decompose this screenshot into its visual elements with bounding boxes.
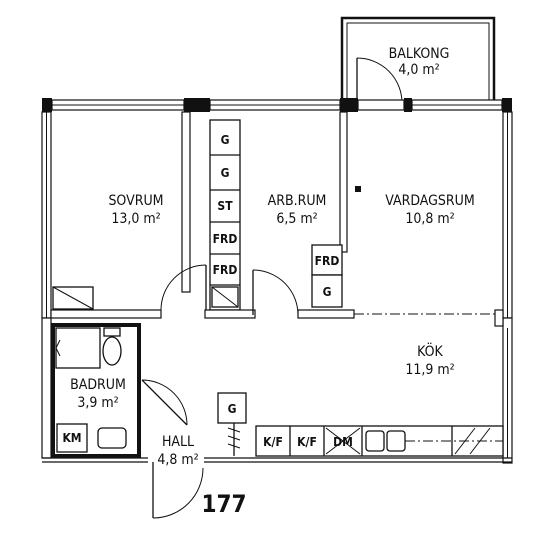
fridge-label-2: K/F	[297, 435, 317, 449]
arbrum-name: ARB.RUM	[268, 193, 327, 209]
wall-arb-vardag	[339, 111, 348, 253]
fridge-label-1: K/F	[263, 435, 283, 449]
kok-area: 11,9 m²	[405, 362, 454, 378]
sink-basin-2	[386, 430, 406, 452]
balcony-door-opening	[357, 99, 405, 111]
wardrobe-label-1: G	[221, 133, 230, 147]
arbrum-door-swing	[252, 269, 299, 316]
closet-stack: G G ST FRD FRD	[210, 133, 240, 286]
badrum-name: BADRUM	[70, 377, 126, 393]
sink-basin-1	[365, 430, 385, 452]
arb-wardrobe-box	[311, 274, 343, 308]
bathroom-walls	[51, 323, 141, 458]
stove-diag-1	[454, 427, 476, 455]
hall-area: 4,8 m²	[157, 452, 198, 468]
vardagsrum-name: VARDAGSRUM	[385, 193, 475, 209]
balcony-door-swing	[356, 57, 403, 104]
hall-name: HALL	[162, 434, 194, 450]
room-labels: BALKONG 4,0 m² SOVRUM 13,0 m² ARB.RUM 6,…	[62, 46, 474, 468]
top-wall-mid-3	[404, 98, 412, 112]
toilet-tank	[103, 327, 121, 337]
storage-label: ST	[217, 199, 233, 213]
arb-freezer-label: FRD	[315, 254, 340, 268]
hall-wardrobe: G	[217, 392, 247, 456]
hall-wardrobe-hatch	[227, 427, 241, 449]
arbrum-fixtures: FRD G	[311, 244, 343, 308]
wall-sovrum-bottom-mid	[204, 309, 256, 319]
top-wall-left	[42, 98, 52, 112]
top-wall-right	[502, 98, 512, 112]
sovrum-name: SOVRUM	[108, 193, 163, 209]
closet-bottom-diag	[211, 286, 239, 308]
unit-number: 177	[201, 490, 246, 518]
bath-door-leaf	[141, 379, 188, 426]
arb-wardrobe-label: G	[323, 285, 332, 299]
column-marker	[355, 186, 361, 192]
sink	[97, 427, 127, 449]
hall-wardrobe-label: G	[228, 402, 237, 416]
arbrum-area: 6,5 m²	[276, 211, 317, 227]
badrum-area: 3,9 m²	[77, 395, 118, 411]
dishwasher-label: DM	[333, 435, 353, 449]
sovrum-area: 13,0 m²	[111, 211, 160, 227]
bathroom	[51, 323, 141, 458]
vardagsrum-area: 10,8 m²	[405, 211, 454, 227]
closet-column	[209, 119, 241, 311]
bathtub-drain-icon	[55, 339, 61, 357]
washer-box	[56, 423, 88, 453]
bathtub	[55, 327, 101, 369]
kitchen-stub	[494, 309, 504, 327]
wall-sovrum-top	[181, 111, 191, 293]
freezer-label-1: FRD	[213, 232, 238, 246]
wall-arb-bottom	[297, 309, 355, 319]
exterior-walls	[41, 98, 513, 464]
sovrum-door-swing	[160, 264, 207, 311]
interior-walls	[50, 111, 504, 327]
top-wall-mid-2	[340, 98, 358, 112]
washer-label: KM	[62, 431, 81, 445]
doors	[141, 264, 299, 519]
kitchen-counter: K/F K/F DM	[255, 425, 504, 457]
balkong-area: 4,0 m²	[398, 62, 439, 78]
hall-wardrobe-box	[217, 392, 247, 424]
kok-name: KÖK	[417, 342, 443, 360]
entrance-door-swing	[152, 467, 204, 519]
dishwasher-cross-2	[325, 427, 361, 455]
arb-freezer-box	[311, 244, 343, 276]
wall-sovrum-bottom-left	[50, 309, 162, 319]
toilet-icon	[102, 336, 122, 366]
stove-diag-2	[469, 427, 491, 455]
wardrobe-label-2: G	[221, 166, 230, 180]
left-wall-bath	[41, 317, 52, 459]
bath-door-swing	[141, 379, 188, 426]
balkong-name: BALKONG	[389, 46, 450, 62]
sovrum-radiator-diag	[52, 286, 94, 310]
freezer-label-2: FRD	[213, 263, 238, 277]
top-wall-mid-1	[184, 98, 210, 112]
